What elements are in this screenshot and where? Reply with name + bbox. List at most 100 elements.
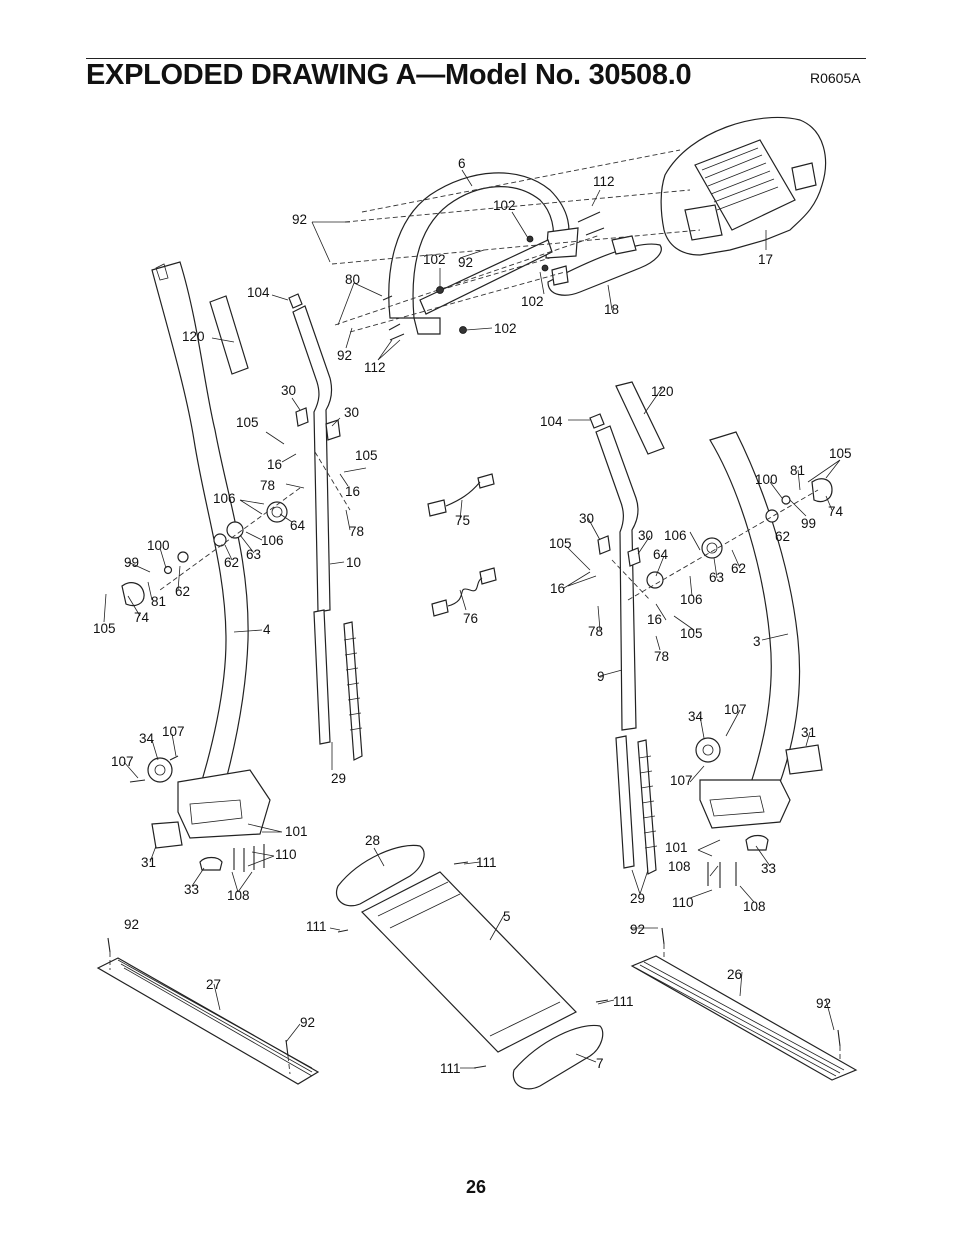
base-fasteners <box>107 861 841 1075</box>
callout-81: 81 <box>151 594 166 609</box>
callout-108: 108 <box>743 899 766 914</box>
callout-9: 9 <box>597 669 605 684</box>
callout-17: 17 <box>758 252 773 267</box>
left-side-small-parts <box>121 407 351 872</box>
callout-62: 62 <box>775 529 790 544</box>
wire-harness-part-76 <box>431 567 497 617</box>
callout-78: 78 <box>349 524 364 539</box>
callout-31: 31 <box>141 855 156 870</box>
callout-64: 64 <box>290 518 306 533</box>
callout-78: 78 <box>260 478 275 493</box>
callout-78: 78 <box>654 649 669 664</box>
callout-74: 74 <box>134 610 150 625</box>
tray-part-18 <box>547 235 662 296</box>
callout-16: 16 <box>550 581 565 596</box>
callout-110: 110 <box>672 895 694 910</box>
callout-6: 6 <box>458 156 466 171</box>
callout-78: 78 <box>588 624 603 639</box>
callout-92: 92 <box>816 996 831 1011</box>
callout-105: 105 <box>355 448 378 463</box>
callout-28: 28 <box>365 833 380 848</box>
upright-part-3 <box>699 431 801 829</box>
drawing-code: R0605A <box>810 70 861 86</box>
callout-99: 99 <box>801 516 816 531</box>
callout-30: 30 <box>344 405 359 420</box>
callout-4: 4 <box>263 622 271 637</box>
callout-106: 106 <box>261 533 284 548</box>
callout-18: 18 <box>604 302 619 317</box>
console-connection-lines <box>331 149 701 333</box>
callout-99: 99 <box>124 555 139 570</box>
callout-leaders <box>103 169 841 1069</box>
callout-105: 105 <box>680 626 703 641</box>
callout-75: 75 <box>455 513 470 528</box>
right-side-small-parts <box>597 478 833 888</box>
callout-105: 105 <box>829 446 852 461</box>
callout-labels: 6 112 92 102 102 92 17 104 80 102 18 120… <box>93 156 852 1076</box>
side-rail-part-26 <box>630 955 858 1081</box>
callout-62: 62 <box>175 584 190 599</box>
callout-81: 81 <box>790 463 805 478</box>
callout-102: 102 <box>423 252 446 267</box>
handlebar-part-6 <box>388 172 579 335</box>
callout-101: 101 <box>285 824 308 839</box>
callout-107: 107 <box>724 702 747 717</box>
callout-102: 102 <box>493 198 516 213</box>
callout-106: 106 <box>664 528 687 543</box>
callout-108: 108 <box>668 859 691 874</box>
callout-107: 107 <box>162 724 185 739</box>
callout-112: 112 <box>364 360 386 375</box>
callout-92: 92 <box>300 1015 315 1030</box>
callout-30: 30 <box>579 511 594 526</box>
callout-16: 16 <box>647 612 662 627</box>
console-part-17 <box>660 116 827 256</box>
callout-80: 80 <box>345 272 360 287</box>
callout-30: 30 <box>281 383 296 398</box>
callout-29: 29 <box>331 771 346 786</box>
callout-62: 62 <box>224 555 239 570</box>
callout-74: 74 <box>828 504 844 519</box>
side-rail-part-27 <box>96 957 320 1085</box>
page-title: EXPLODED DRAWING A—Model No. 30508.0 <box>86 59 692 91</box>
callout-63: 63 <box>709 570 724 585</box>
callout-102: 102 <box>521 294 544 309</box>
callout-108: 108 <box>227 888 250 903</box>
callout-30: 30 <box>638 528 653 543</box>
callout-34: 34 <box>688 709 704 724</box>
callout-106: 106 <box>213 491 236 506</box>
callout-27: 27 <box>206 977 221 992</box>
sensor-bar-part-29-right <box>615 735 658 875</box>
callout-92: 92 <box>337 348 352 363</box>
upright-tube-part-10 <box>288 293 333 613</box>
callout-106: 106 <box>680 592 703 607</box>
callout-92: 92 <box>124 917 139 932</box>
handrail-cover-part-120-left <box>209 295 249 375</box>
title-rule <box>86 58 866 59</box>
callout-105: 105 <box>236 415 259 430</box>
callout-34: 34 <box>139 731 155 746</box>
callout-120: 120 <box>182 329 205 344</box>
handrail-cover-part-120-right <box>615 381 665 455</box>
callout-16: 16 <box>345 484 360 499</box>
callout-111: 111 <box>440 1061 461 1076</box>
callout-107: 107 <box>670 773 693 788</box>
callout-92: 92 <box>630 922 645 937</box>
callout-102: 102 <box>494 321 517 336</box>
callout-110: 110 <box>275 847 297 862</box>
callout-31: 31 <box>801 725 816 740</box>
callout-76: 76 <box>463 611 478 626</box>
callout-33: 33 <box>184 882 199 897</box>
callout-29: 29 <box>630 891 645 906</box>
frame-part-5 <box>361 871 577 1053</box>
callout-7: 7 <box>596 1056 604 1071</box>
console-fasteners <box>382 211 605 341</box>
callout-33: 33 <box>761 861 776 876</box>
callout-63: 63 <box>246 547 261 562</box>
callout-100: 100 <box>147 538 170 553</box>
callout-105: 105 <box>93 621 116 636</box>
page-number: 26 <box>466 1177 487 1197</box>
callout-3: 3 <box>753 634 761 649</box>
callout-64: 64 <box>653 547 669 562</box>
callout-120: 120 <box>651 384 674 399</box>
